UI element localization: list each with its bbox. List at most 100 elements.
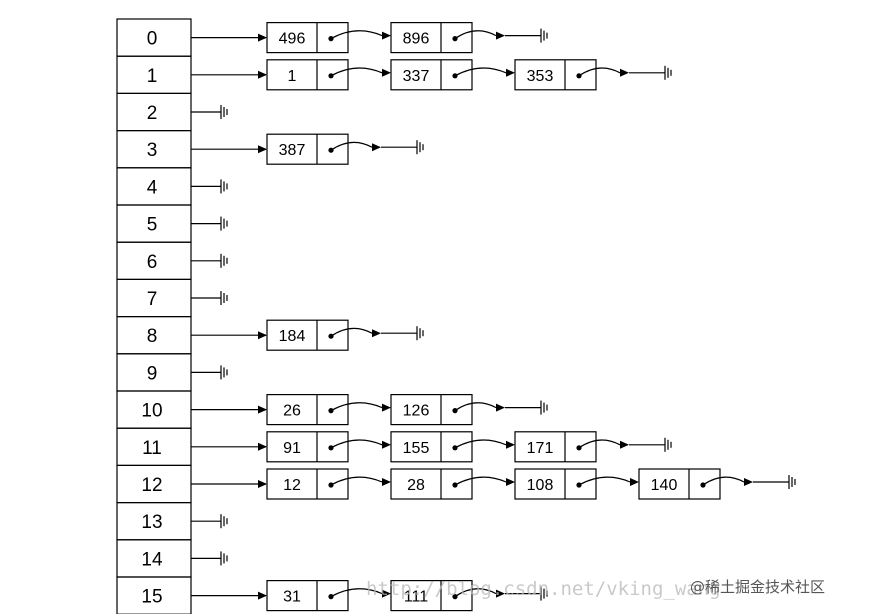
null-terminator-icon	[220, 514, 228, 529]
bucket-index-label: 5	[147, 215, 158, 236]
null-terminator-icon	[220, 291, 228, 305]
next-pointer-curve	[578, 476, 631, 486]
null-terminator-icon	[416, 326, 424, 341]
list-node	[514, 468, 597, 500]
list-node	[390, 22, 473, 54]
brand-watermark: @稀土掘金技术社区	[690, 578, 826, 596]
bucket-index-label: 10	[141, 401, 162, 422]
null-terminator-icon	[788, 475, 796, 489]
pointer-arrowhead	[258, 331, 267, 340]
null-terminator-icon	[540, 586, 548, 601]
next-pointer-curve	[454, 476, 507, 486]
list-node	[390, 394, 473, 426]
node-value: 126	[403, 403, 430, 420]
bucket-index-label: 12	[141, 475, 162, 496]
null-terminator-icon	[220, 216, 228, 231]
next-pointer-arrowhead	[382, 478, 391, 486]
null-pointer-curve	[330, 327, 373, 337]
node-value: 28	[407, 477, 425, 494]
list-node	[390, 59, 473, 91]
list-node	[266, 133, 349, 165]
next-pointer-arrowhead	[382, 589, 391, 598]
next-pointer-curve	[454, 67, 507, 77]
list-node	[514, 431, 597, 463]
null-pointer-curve	[578, 67, 621, 77]
next-pointer-arrowhead	[382, 68, 391, 77]
null-pointer-arrowhead	[496, 403, 505, 412]
null-terminator-icon	[540, 28, 548, 43]
null-pointer-arrowhead	[496, 31, 505, 40]
next-pointer-curve	[454, 439, 507, 449]
null-pointer-curve	[454, 588, 497, 598]
pointer-arrowhead	[258, 480, 267, 488]
list-node	[266, 579, 349, 612]
node-value: 387	[279, 142, 306, 159]
node-value: 140	[651, 477, 678, 494]
url-watermark: http://blog.csdn.net/vking_wang	[366, 578, 721, 600]
node-value: 26	[283, 403, 301, 420]
next-pointer-curve	[330, 67, 383, 77]
null-pointer-arrowhead	[744, 478, 753, 486]
list-node	[390, 431, 473, 463]
next-pointer-arrowhead	[506, 478, 515, 486]
list-node	[266, 431, 349, 463]
bucket-index-label: 11	[142, 438, 162, 459]
list-node	[266, 59, 349, 91]
node-value: 171	[527, 440, 554, 457]
null-terminator-icon	[664, 437, 672, 452]
pointer-arrowhead	[258, 145, 267, 154]
bucket-index-label: 15	[141, 587, 162, 608]
node-value: 353	[527, 68, 554, 85]
pointer-arrowhead	[258, 405, 267, 414]
list-node	[266, 468, 349, 500]
list-node	[390, 468, 473, 500]
next-pointer-arrowhead	[382, 403, 391, 412]
bucket-index-label: 2	[147, 103, 158, 124]
node-value: 337	[403, 68, 430, 85]
next-pointer-curve	[330, 476, 383, 486]
bucket-index-label: 6	[147, 252, 158, 273]
pointer-arrowhead	[258, 33, 267, 42]
null-pointer-arrowhead	[372, 143, 381, 152]
node-value: 31	[283, 589, 301, 606]
null-pointer-arrowhead	[620, 440, 629, 449]
node-value: 111	[404, 589, 428, 606]
null-pointer-curve	[454, 30, 497, 40]
next-pointer-arrowhead	[506, 68, 515, 77]
null-terminator-icon	[220, 179, 228, 194]
node-value: 155	[403, 440, 430, 457]
node-value: 896	[403, 31, 430, 48]
bucket-index-label: 3	[147, 140, 158, 161]
null-pointer-curve	[330, 141, 373, 151]
bucket-index-label: 14	[141, 549, 163, 570]
null-pointer-arrowhead	[620, 68, 629, 77]
bucket-index-label: 9	[147, 363, 158, 384]
next-pointer-arrowhead	[382, 31, 391, 40]
next-pointer-curve	[330, 439, 383, 449]
list-node	[266, 394, 349, 426]
null-terminator-icon	[220, 253, 228, 268]
null-terminator-icon	[220, 365, 228, 380]
null-terminator-icon	[540, 400, 548, 415]
list-node	[514, 59, 597, 91]
pointer-arrowhead	[258, 442, 267, 451]
null-pointer-arrowhead	[496, 589, 505, 598]
bucket-index-label: 7	[147, 289, 158, 310]
list-node	[638, 468, 721, 500]
bucket-index-label: 1	[147, 66, 158, 87]
pointer-arrowhead	[258, 70, 267, 79]
node-value: 1	[288, 68, 297, 85]
next-pointer-arrowhead	[382, 440, 391, 449]
node-value: 496	[279, 31, 306, 48]
bucket-index-label: 0	[147, 29, 158, 50]
null-terminator-icon	[416, 140, 424, 155]
bucket-index-label: 8	[147, 326, 158, 347]
next-pointer-arrowhead	[506, 440, 515, 449]
node-value: 108	[527, 477, 554, 494]
next-pointer-curve	[330, 402, 383, 412]
bucket-index-label: 4	[147, 177, 158, 198]
list-node	[390, 579, 473, 612]
null-pointer-arrowhead	[372, 329, 381, 338]
null-pointer-curve	[702, 476, 745, 486]
